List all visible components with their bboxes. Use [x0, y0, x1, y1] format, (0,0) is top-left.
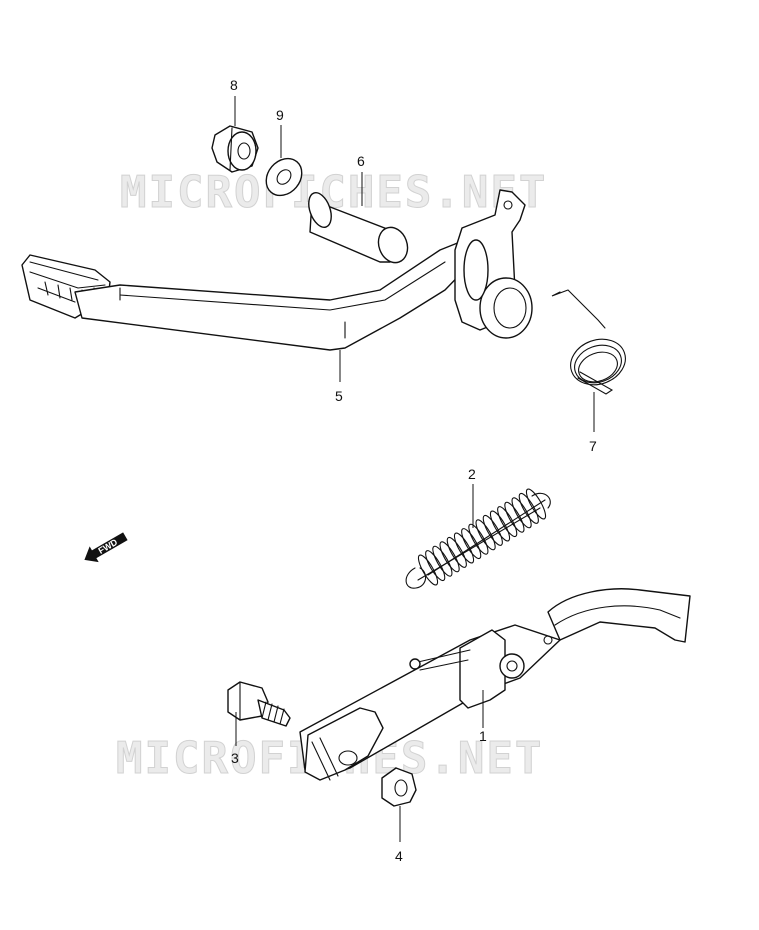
spring-coil [475, 519, 496, 551]
callout-2: 2 [468, 466, 476, 482]
spring-coil [432, 545, 453, 577]
spring-coil [482, 514, 503, 546]
callout-6: 6 [357, 153, 365, 169]
coil-spring-part-2[interactable] [405, 487, 551, 589]
spring-coil [504, 501, 525, 533]
callout-5: 5 [335, 388, 343, 404]
washer-part-9[interactable] [259, 151, 309, 202]
spring-coil [461, 528, 482, 560]
brake-pedal-part-5[interactable] [21, 189, 533, 351]
spring-coil [417, 554, 439, 586]
spring-coil [446, 536, 467, 568]
watermark-top: MICROFICHES.NET [120, 167, 547, 218]
spring-coil [489, 510, 511, 542]
callout-7: 7 [589, 438, 597, 454]
nut-part-4[interactable] [381, 767, 417, 807]
fwd-direction-arrow: FWD [84, 532, 128, 563]
spring-coil [525, 488, 547, 520]
spring-coil [511, 497, 532, 529]
spring-coil [439, 541, 460, 573]
spring-coil [468, 523, 489, 555]
spring-coil [518, 492, 539, 524]
side-stand-part-1[interactable] [299, 588, 691, 781]
bushing-part-6[interactable] [304, 190, 412, 267]
callout-9: 9 [276, 107, 284, 123]
spring-coil [425, 550, 446, 582]
nut-part-8[interactable] [211, 125, 259, 173]
callout-3: 3 [231, 750, 239, 766]
spring-coil [453, 532, 475, 564]
torsion-spring-part-7[interactable] [551, 289, 632, 395]
bolt-part-3[interactable] [227, 681, 291, 727]
callout-8: 8 [230, 77, 238, 93]
spring-coil [497, 506, 518, 538]
callout-4: 4 [395, 848, 403, 864]
callout-1: 1 [479, 728, 487, 744]
